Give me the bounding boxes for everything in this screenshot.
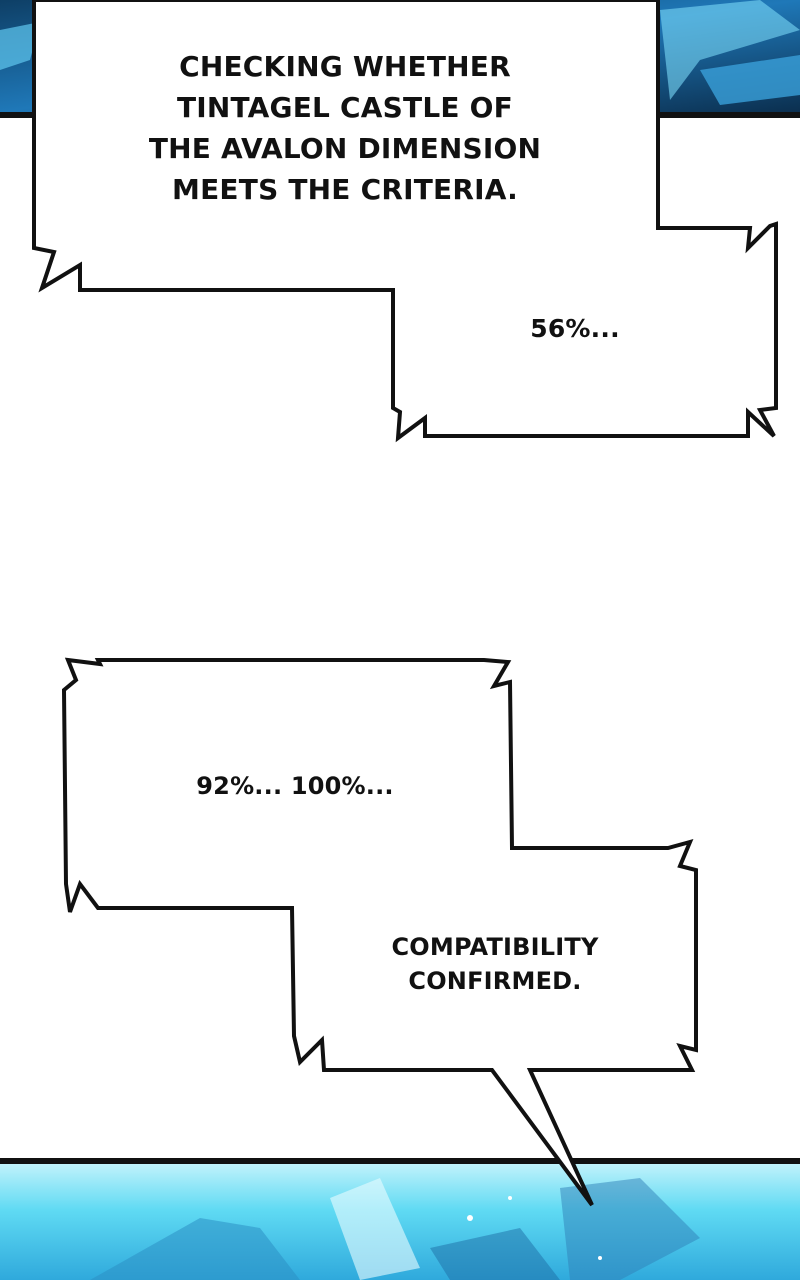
caption-progress-56: 56%... bbox=[530, 314, 620, 343]
bottom-panel-art bbox=[0, 1158, 800, 1280]
speech-bubble-checking bbox=[32, 0, 778, 443]
caption-progress-92-100: 92%... 100%... bbox=[196, 772, 394, 800]
caption-checking-criteria: CHECKING WHETHER TINTAGEL CASTLE OF THE … bbox=[148, 50, 542, 206]
caption-compatibility-confirmed: COMPATIBILITY CONFIRMED. bbox=[391, 933, 599, 995]
speech-bubble-confirmed bbox=[61, 657, 698, 1207]
